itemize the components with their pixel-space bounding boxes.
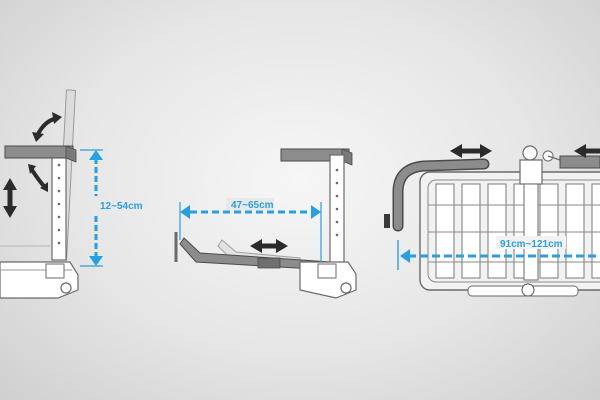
arm-clamp [257, 257, 281, 269]
panel-length-adjustment: 47~65cm [174, 148, 357, 299]
clamp-knob [60, 282, 72, 294]
height-dimension-label: 12~54cm [100, 201, 143, 212]
panel-width-adjustment: 91cm~121cm [384, 144, 600, 297]
post-holes [57, 163, 61, 245]
right-crossbar [559, 155, 600, 169]
length-dimension-label: 47~65cm [231, 200, 274, 211]
width-dimension-label: 91cm~121cm [500, 239, 563, 250]
basket-rails [428, 204, 600, 263]
clamp-knob [340, 282, 352, 294]
top-clamp [519, 159, 543, 185]
handle-end-cap [384, 214, 390, 228]
clamp-knob [522, 145, 538, 161]
post-holes [335, 168, 339, 237]
top-crossbar [4, 145, 74, 159]
rotate-arrow-mid [30, 168, 46, 188]
panel-height-adjustment: 12~54cm [0, 89, 143, 299]
